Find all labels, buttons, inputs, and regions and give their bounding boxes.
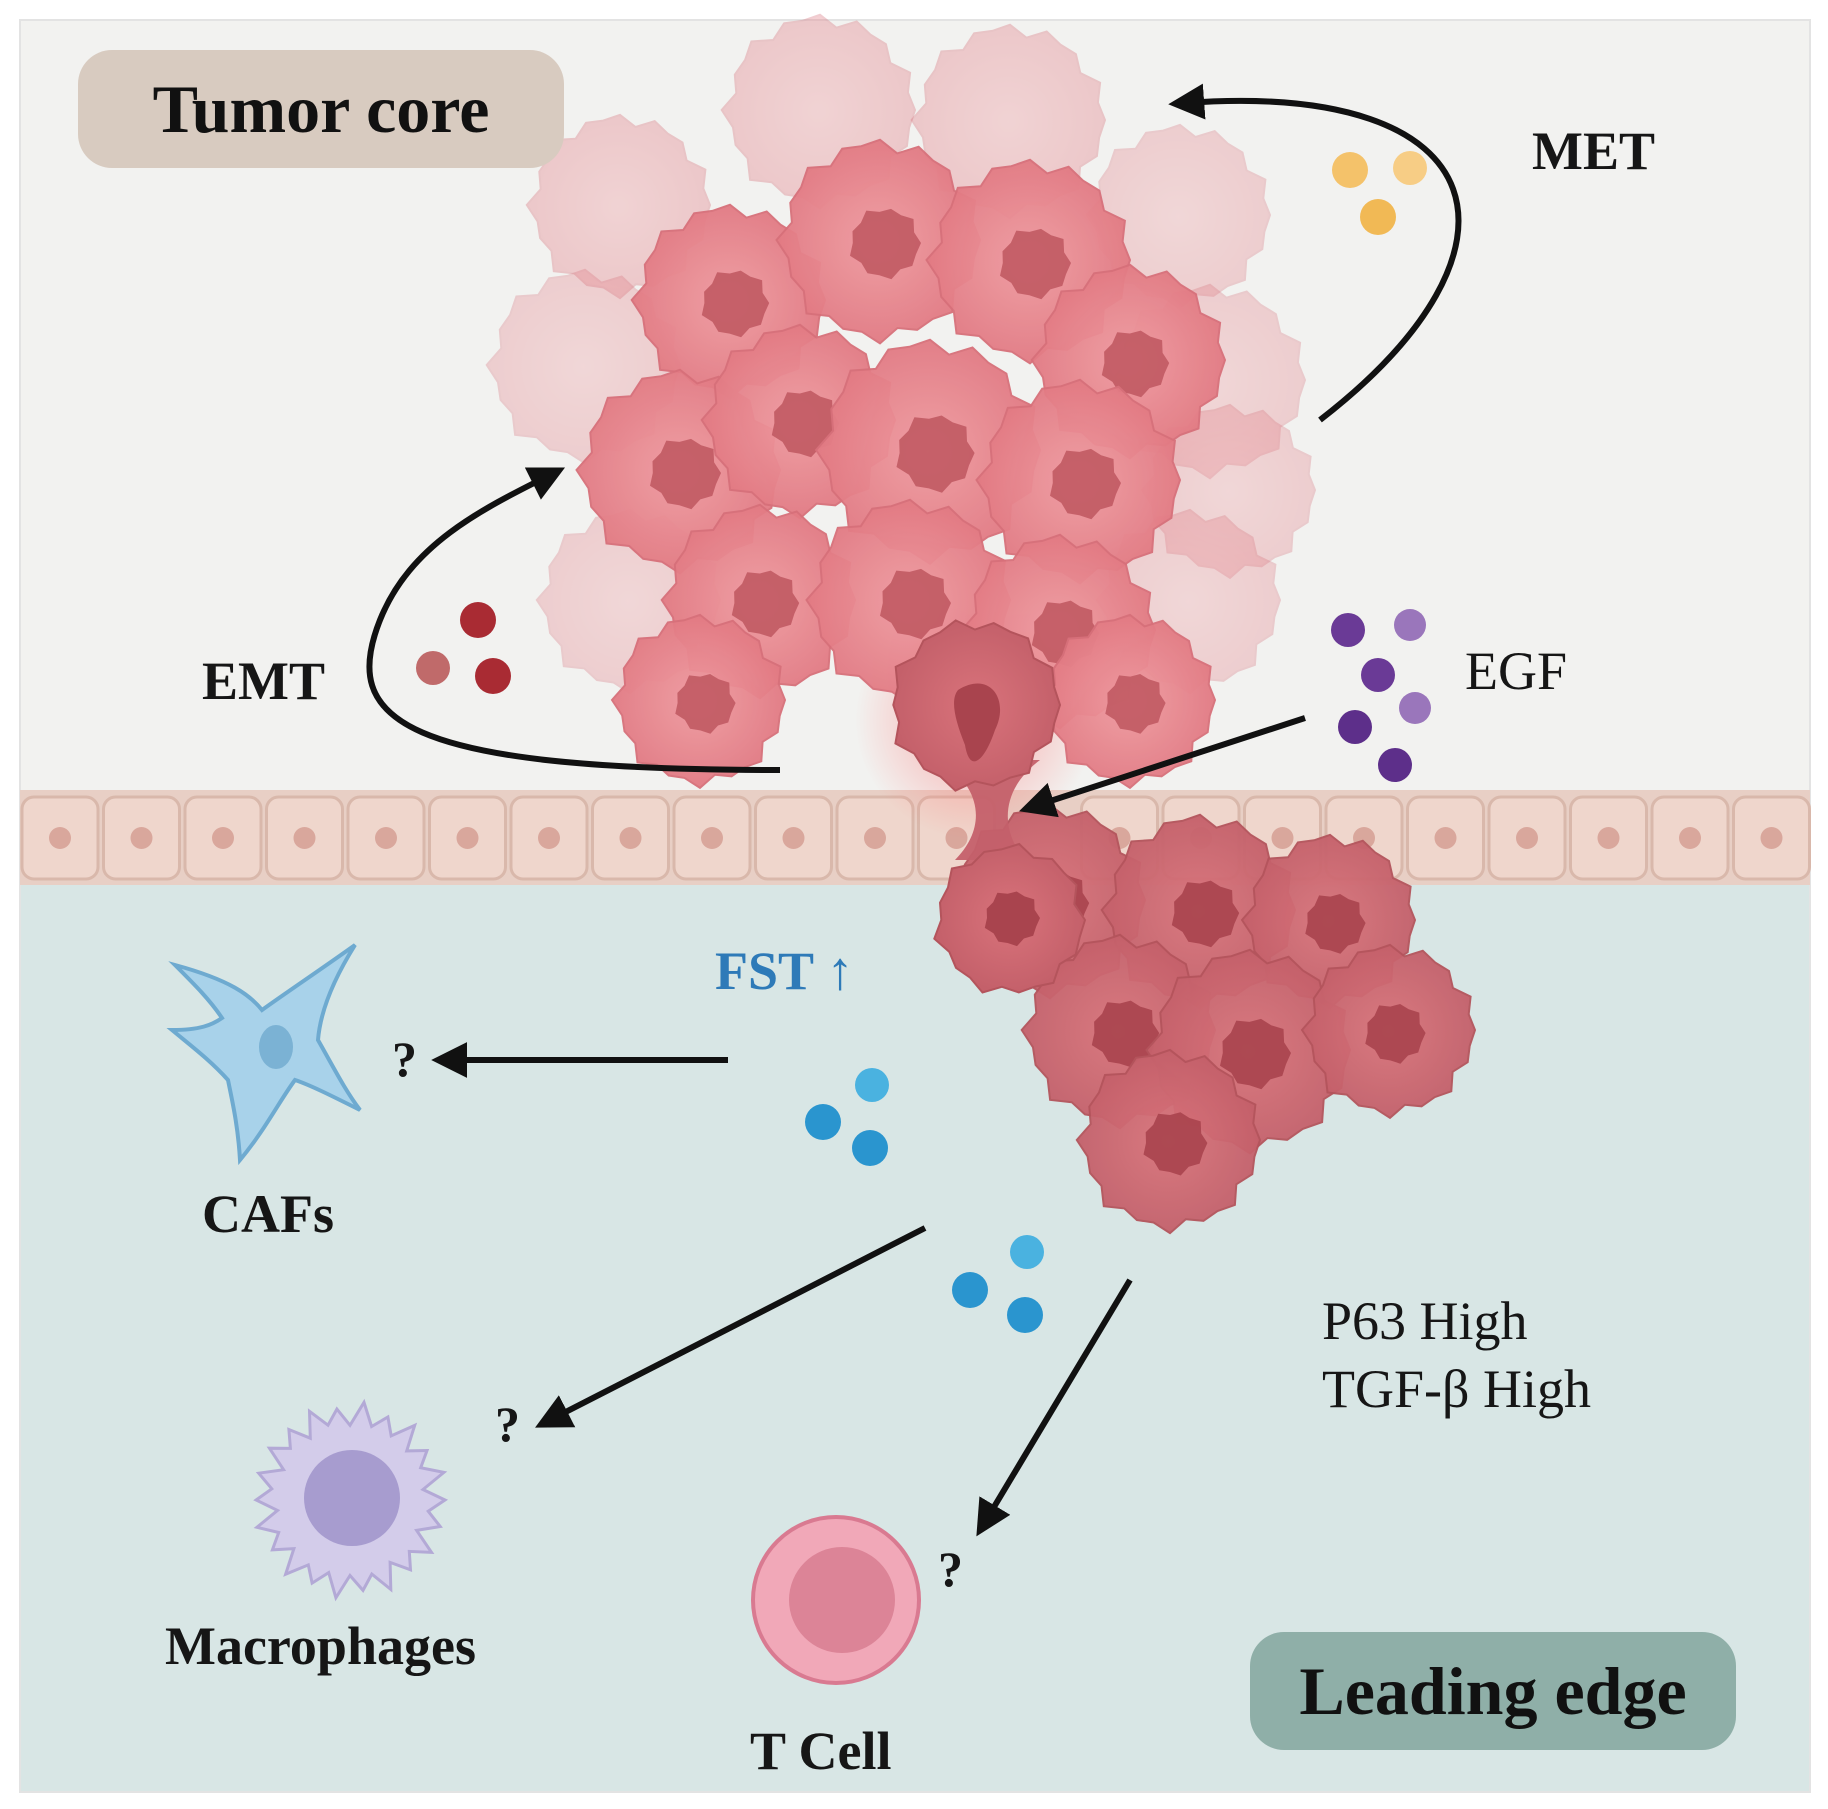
egf-label: EGF [1465, 641, 1568, 701]
leading-edge-label: Leading edge [1299, 1652, 1687, 1729]
macrophage-question-mark: ? [495, 1396, 520, 1452]
caf-cell-icon [166, 943, 362, 1166]
egf-particles [1331, 609, 1431, 782]
caf-question-mark: ? [392, 1031, 417, 1087]
macrophage-cell-icon [253, 1398, 449, 1602]
egf-arrow [1019, 715, 1306, 818]
macrophages-label: Macrophages [165, 1616, 476, 1676]
leading-edge-label-box: Leading edge [1250, 1632, 1736, 1750]
macrophage-arrow [535, 1225, 927, 1428]
met-label: MET [1532, 121, 1656, 181]
tumor-cell-cluster [485, 13, 1477, 1235]
fst-label: FST ↑ [715, 941, 854, 1001]
t-cell-label: T Cell [750, 1721, 892, 1781]
t-cell-icon [751, 1515, 921, 1685]
tgf-beta-high-label: TGF-β High [1322, 1359, 1591, 1419]
t-cell-question-mark: ? [938, 1541, 963, 1597]
emt-label: EMT [202, 651, 326, 711]
p63-high-label: P63 High [1322, 1291, 1528, 1351]
tumor-core-label: Tumor core [152, 70, 490, 147]
t-cell-arrow [976, 1278, 1133, 1537]
cafs-label: CAFs [202, 1184, 334, 1244]
met-particles [1332, 151, 1427, 235]
frame [19, 19, 1811, 1793]
emt-arrow [366, 467, 781, 773]
tumor-core-label-box: Tumor core [78, 50, 564, 168]
fst-particles-lower [952, 1235, 1044, 1333]
emt-particles [416, 602, 511, 694]
met-arrow [1168, 83, 1462, 423]
fst-particles-upper [805, 1068, 889, 1166]
